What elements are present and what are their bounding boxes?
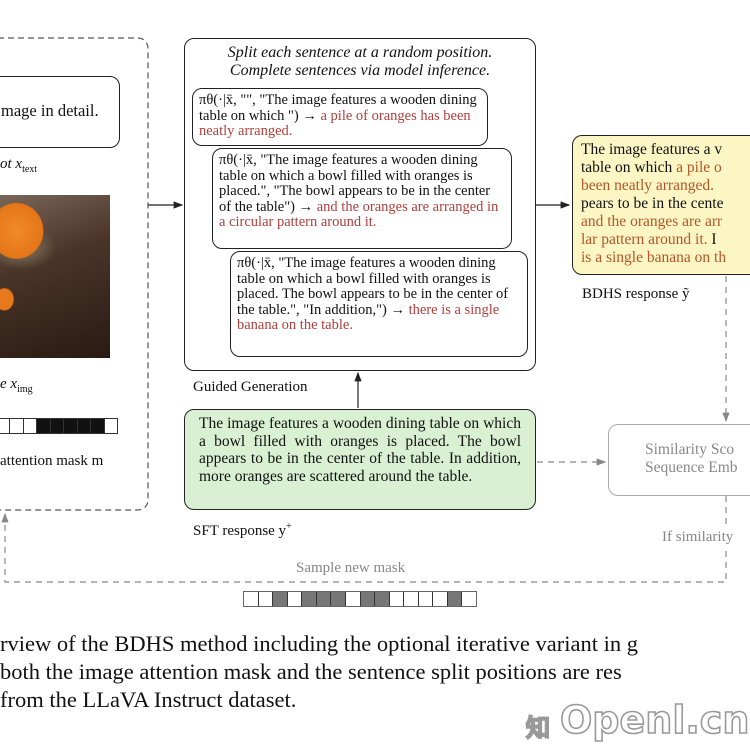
mask-cell (64, 419, 78, 433)
text-prompt-label: ot xtext (0, 156, 38, 175)
similarity-box: Similarity Sco Sequence Emb (608, 424, 750, 496)
mask-cell (433, 592, 448, 606)
mask-cell (389, 592, 405, 606)
generation-step-3: πθ(·|x̄, "The image features a wooden di… (230, 251, 528, 357)
mask-cell (375, 592, 390, 606)
mask-cell (360, 592, 376, 606)
mask-cell (91, 419, 105, 433)
generation-title-line1: Split each sentence at a random position… (227, 44, 493, 61)
mask-cell (0, 419, 11, 433)
mask-cell (345, 592, 361, 606)
mask-cell (258, 592, 274, 606)
bdhs-response-label: BDHS response ỹ (582, 286, 690, 302)
mask-cell (23, 419, 38, 433)
watermark-glyph: 知 (525, 713, 551, 743)
mask-cell (331, 592, 346, 606)
guided-generation-label: Guided Generation (193, 379, 308, 395)
mask-cell (316, 592, 332, 606)
text-prompt: mage in detail. (1, 101, 99, 120)
mask-cell (404, 592, 419, 606)
generation-step-1: πθ(·|x̄, "", "The image features a woode… (192, 88, 488, 146)
sft-response-label: SFT response y+ (193, 521, 292, 539)
input-dashed-group (0, 37, 149, 511)
mask-cell (244, 592, 259, 606)
mask-cell (418, 592, 434, 606)
similarity-condition-label: If similarity (662, 529, 734, 546)
generation-title-line2: Complete sentences via model inference. (229, 62, 491, 79)
sample-new-mask-label: Sample new mask (294, 560, 408, 577)
mask-cell (447, 592, 463, 606)
mask-cell (104, 419, 117, 433)
mask-cell (273, 592, 288, 606)
mask-cell (37, 419, 51, 433)
attention-mask-label: attention mask m (0, 453, 104, 469)
input-image-oranges (0, 195, 110, 358)
generation-step-2: πθ(·|x̄, "The image features a wooden di… (212, 148, 512, 249)
sft-response-box: The image features a wooden dining table… (184, 409, 536, 510)
image-attention-mask (0, 418, 118, 434)
image-label: e ximg (0, 376, 33, 395)
mask-cell (77, 419, 92, 433)
new-mask-bar (243, 591, 477, 607)
text-prompt-box: mage in detail. (0, 76, 120, 148)
mask-cell (50, 419, 65, 433)
watermark-logo: Openl.cn (559, 697, 750, 743)
mask-cell (302, 592, 317, 606)
mask-cell (287, 592, 303, 606)
loop-back-line (1, 496, 727, 583)
mask-cell (462, 592, 476, 606)
bdhs-response-box: The image features a v table on which a … (572, 135, 750, 275)
mask-cell (10, 419, 24, 433)
figure-caption: rview of the BDHS method including the o… (0, 631, 638, 712)
